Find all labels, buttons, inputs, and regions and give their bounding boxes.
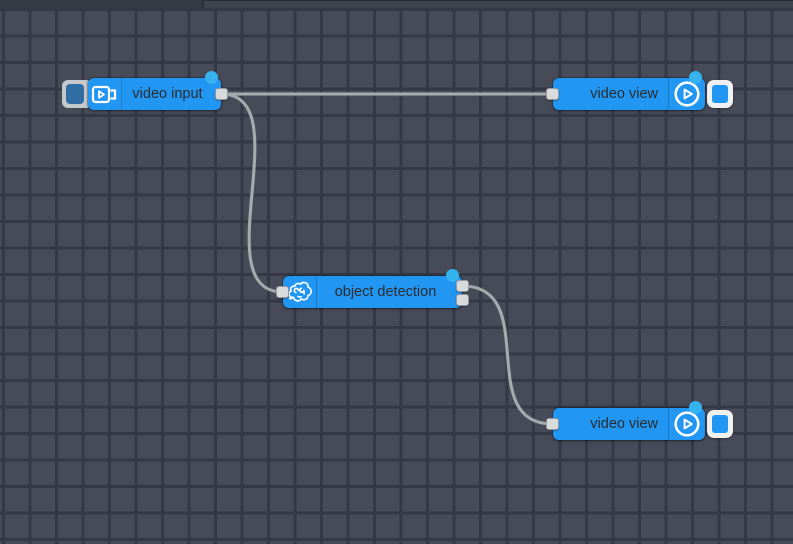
node-label: video view	[590, 416, 658, 432]
node-icon-section	[88, 78, 122, 110]
node-video-view-top[interactable]: video view	[546, 71, 733, 110]
play-circle-icon	[673, 80, 701, 108]
video-camera-icon	[91, 84, 118, 105]
node-toggle-button-fill	[712, 85, 728, 103]
status-dot	[689, 401, 702, 414]
play-button[interactable]	[668, 78, 705, 110]
status-dot	[689, 71, 702, 84]
node-object-detection[interactable]: object detection	[276, 269, 469, 308]
node-activate-button-fill	[66, 84, 84, 104]
node-toggle-button-fill	[712, 415, 728, 433]
node-body[interactable]: object detection	[276, 269, 469, 308]
play-circle-icon	[673, 410, 701, 438]
node-label: video input	[132, 86, 203, 102]
play-button[interactable]	[668, 408, 705, 440]
workspace-tabs-strip	[0, 0, 793, 8]
tab-edge-left	[0, 0, 204, 8]
status-dot	[205, 71, 218, 84]
output-port-1[interactable]	[456, 280, 469, 292]
node-toggle-button[interactable]	[707, 410, 733, 438]
wire-object-detection-to-video-view-bottom[interactable]	[460, 284, 555, 426]
node-label: video view	[590, 86, 658, 102]
output-port[interactable]	[215, 88, 228, 100]
wire-video-input-to-object-detection[interactable]	[219, 92, 285, 294]
node-activate-button[interactable]	[62, 80, 92, 108]
node-toggle-button[interactable]	[707, 80, 733, 108]
output-port-2[interactable]	[456, 294, 469, 306]
tab-edge-right	[204, 0, 793, 8]
node-body[interactable]: video input	[88, 71, 228, 110]
input-port[interactable]	[546, 418, 559, 430]
status-dot	[446, 269, 459, 282]
input-port[interactable]	[546, 88, 559, 100]
node-video-input[interactable]: video input	[62, 71, 228, 110]
input-port[interactable]	[276, 286, 289, 298]
node-body[interactable]: video view	[546, 71, 705, 110]
node-video-view-bottom[interactable]: video view	[546, 401, 733, 440]
node-icon-section	[283, 276, 317, 308]
node-label: object detection	[334, 284, 437, 300]
node-body[interactable]: video view	[546, 401, 705, 440]
brain-icon	[286, 280, 314, 304]
